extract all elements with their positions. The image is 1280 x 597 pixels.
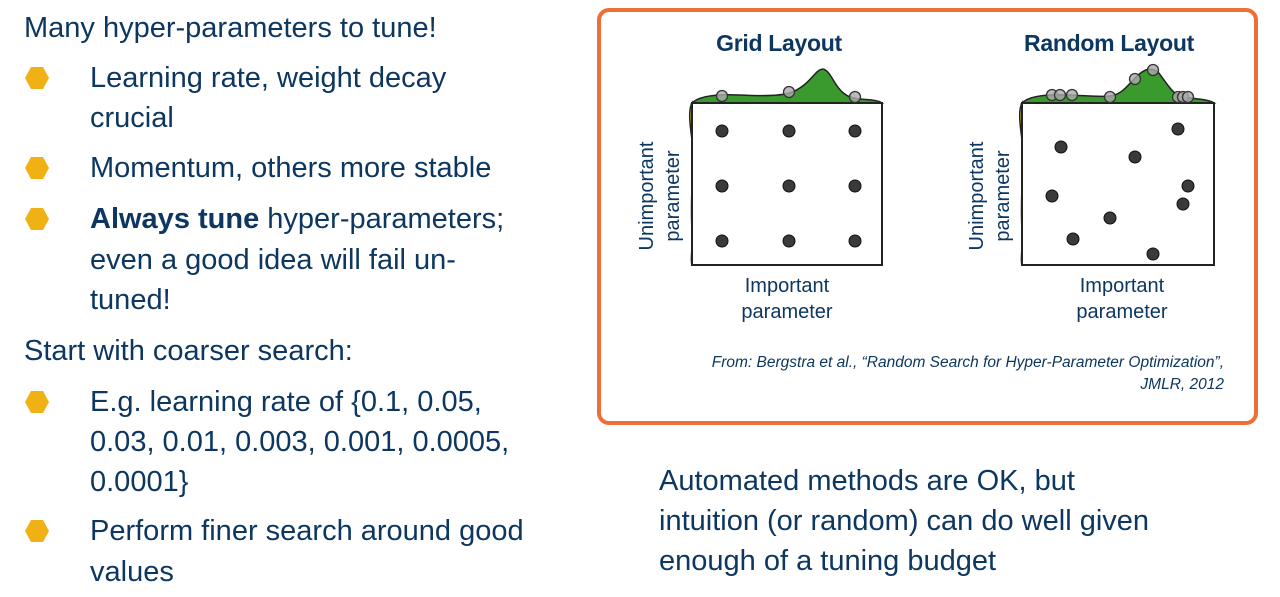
hexagon-bullet-icon <box>25 520 49 542</box>
hexagon-bullet-icon <box>25 157 49 179</box>
grid-layout-plot <box>688 68 885 266</box>
conclusion-text: intuition (or random) can do well given <box>659 505 1150 537</box>
random-sample-points <box>1045 122 1195 261</box>
x-label-line: Important <box>744 275 830 297</box>
y-label-line: Unimportant <box>966 141 988 251</box>
bullet-text: 0.0001} <box>90 466 189 498</box>
hexagon-bullet-icon <box>25 208 49 230</box>
conclusion-text: Automated methods are OK, but <box>659 465 1075 497</box>
bold-emphasis: Always tune <box>90 203 260 235</box>
bullet-text: Always tune hyper-parameters; <box>90 199 504 239</box>
hexagon-bullet-icon <box>25 67 49 89</box>
bullet-text-rest: hyper-parameters; <box>259 203 505 235</box>
bullet-text: even a good idea will fail un- <box>90 244 456 276</box>
x-label-line: Important <box>1079 275 1165 297</box>
y-label-line: Unimportant <box>636 141 658 251</box>
bullet-text: crucial <box>90 102 174 134</box>
grid-projection-points <box>715 85 862 104</box>
random-x-axis-label: Important parameter <box>1022 273 1222 325</box>
heading-coarser-search: Start with coarser search: <box>24 335 353 367</box>
random-layout-title: Random Layout <box>1024 30 1194 56</box>
x-label-line: parameter <box>741 301 833 323</box>
bullet-text: E.g. learning rate of {0.1, 0.05, <box>90 386 482 418</box>
bullet-text: Perform finer search around good <box>90 515 524 547</box>
grid-x-axis-label: Important parameter <box>687 273 887 325</box>
random-layout-plot <box>1018 63 1217 266</box>
y-label-line: parameter <box>992 150 1014 242</box>
grid-sample-points <box>715 124 862 248</box>
figure-citation: From: Bergstra et al., “Random Search fo… <box>600 352 1224 396</box>
citation-line: JMLR, 2012 <box>1140 376 1224 393</box>
conclusion-text: enough of a tuning budget <box>659 545 997 577</box>
bullet-text: values <box>90 556 174 588</box>
bullet-text: 0.03, 0.01, 0.003, 0.001, 0.0005, <box>90 426 510 458</box>
bullet-text: tuned! <box>90 284 171 316</box>
figure-frame <box>597 8 1258 425</box>
random-projection-points <box>1045 63 1195 104</box>
bullet-text: Momentum, others more stable <box>90 152 492 184</box>
heading-hyperparameters: Many hyper-parameters to tune! <box>24 12 437 44</box>
hexagon-bullet-icon <box>25 391 49 413</box>
grid-layout-title: Grid Layout <box>716 30 842 56</box>
y-label-line: parameter <box>662 150 684 242</box>
x-label-line: parameter <box>1076 301 1168 323</box>
citation-line: From: Bergstra et al., “Random Search fo… <box>711 354 1224 371</box>
bullet-text: Learning rate, weight decay <box>90 62 447 94</box>
